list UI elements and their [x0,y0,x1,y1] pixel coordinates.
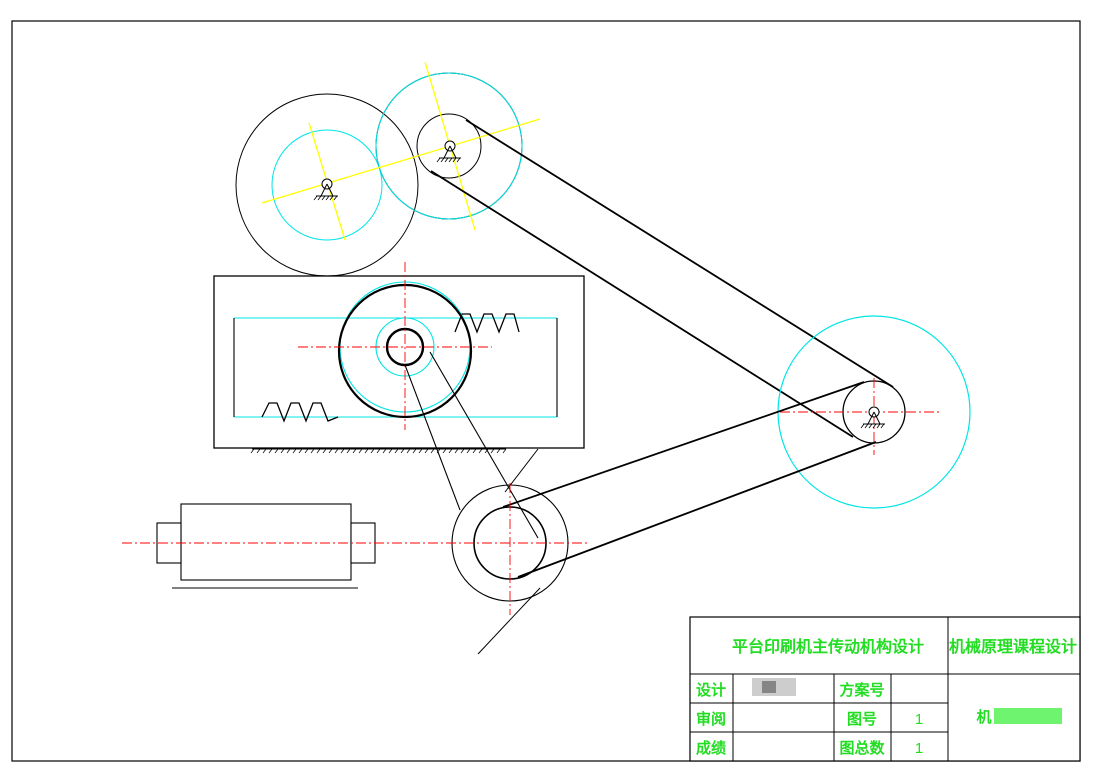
right-pulley [777,315,971,509]
upper-rack-teeth [454,313,520,334]
total-drawings-value: 1 [915,740,923,757]
upper-gear-pair [235,61,541,277]
design-label: 设计 [696,681,726,699]
drawing-no-value: 1 [915,711,923,728]
lower-belt [502,381,877,578]
class-prefix: 机 [976,708,991,726]
project-title: 平台印刷机主传动机构设计 [732,637,924,656]
course-title: 机械原理课程设计 [949,637,1077,656]
sheet-border [11,20,1081,762]
upper-belt [430,119,894,438]
scheme-no-label: 方案号 [839,681,884,699]
gear-center-line [261,118,541,204]
title-block: 平台印刷机主传动机构设计 机械原理课程设计 设计 审阅 成绩 方案号 图号 图总… [689,616,1081,762]
frame-outline [213,275,585,449]
small-gear-pitch-circle [375,72,523,220]
review-label: 审阅 [696,710,726,728]
total-drawings-label: 图总数 [839,739,885,757]
rack-gear-box [213,262,585,454]
large-gear-support-icon [313,178,338,201]
small-gear-hub [416,113,482,179]
ground-hatch [250,448,507,454]
print-cylinder [122,503,590,589]
small-gear-support-icon [436,140,461,163]
drawing-no-label: 图号 [847,710,877,728]
lower-wheel [451,483,569,615]
class-info-redacted [994,708,1062,724]
lower-rack-teeth [261,402,339,423]
large-gear-pitch-circle [271,129,383,241]
right-pulley-support-icon [860,406,885,429]
cylinder-body [180,503,352,581]
grade-label: 成绩 [696,739,726,757]
connecting-rods [404,351,541,655]
